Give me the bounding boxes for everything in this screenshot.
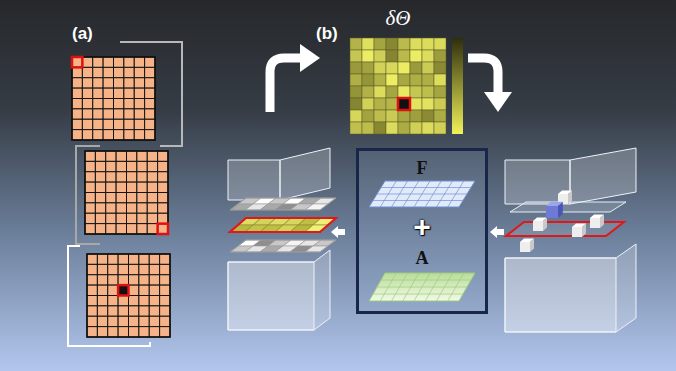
node-text: F (369, 157, 475, 179)
index-grid (87, 254, 170, 337)
flow-arrow (270, 44, 320, 112)
index-grid (72, 57, 155, 140)
model-box: F A+ (356, 148, 488, 314)
flow-arrow (490, 226, 504, 238)
node-text: A (369, 245, 475, 271)
layer-stack (505, 148, 636, 332)
flow-arrow (468, 58, 512, 112)
panel-label: (b) (316, 24, 338, 44)
field-plane: F (369, 157, 481, 211)
heatmap: δΘ (345, 4, 471, 136)
bracket-line (68, 246, 150, 346)
field-plane: A (369, 245, 481, 305)
flow-arrow (331, 226, 345, 238)
node-text: + (359, 211, 485, 243)
panel-label: (a) (72, 24, 93, 44)
node-text: δΘ (345, 4, 451, 32)
layer-stack (228, 148, 336, 330)
index-grid (85, 151, 168, 234)
